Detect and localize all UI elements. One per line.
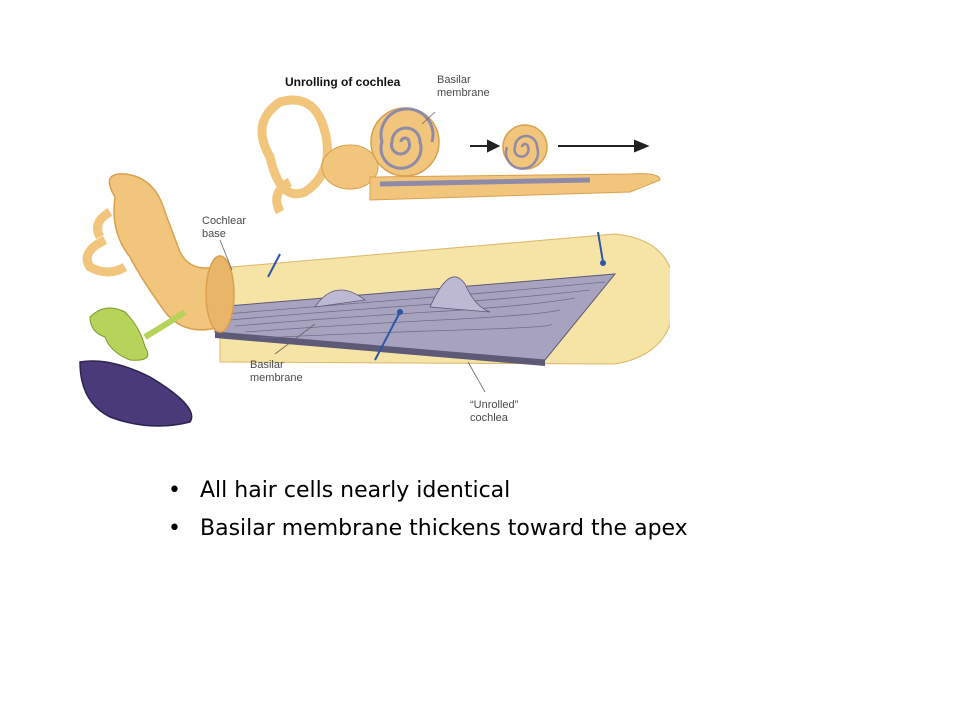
bullet-dot: • xyxy=(168,478,181,503)
label-cochlear-base-2: base xyxy=(202,228,226,240)
inner-ear-top xyxy=(257,95,661,215)
label-unrolled-cochlea-2: cochlea xyxy=(470,412,509,424)
basilar-membrane-slab xyxy=(214,273,617,366)
bullet-item: • All hair cells nearly identical xyxy=(168,472,688,510)
wave-peak-small xyxy=(314,289,367,308)
bullet-item: • Basilar membrane thickens toward the ap… xyxy=(168,510,688,548)
bullet-list: • All hair cells nearly identical • Basila… xyxy=(168,472,688,548)
label-basilar-membrane-top-1: Basilar xyxy=(437,74,471,86)
label-unrolled-cochlea-1: “Unrolled” xyxy=(470,399,519,411)
label-basilar-membrane-bottom-2: membrane xyxy=(250,372,303,384)
arrows xyxy=(470,139,650,153)
label-basilar-membrane-bottom-1: Basilar xyxy=(250,359,284,371)
cochlea-diagram: Unrolling of cochlea Basilar membrane Co… xyxy=(70,62,670,442)
cochlear-nerve xyxy=(89,307,187,361)
inner-ear-left xyxy=(82,173,235,333)
eardrum xyxy=(79,360,193,427)
label-cochlear-base-1: Cochlear xyxy=(202,215,246,227)
figure-title: Unrolling of cochlea xyxy=(285,75,401,89)
bullet-text: Basilar membrane thickens toward the ape… xyxy=(200,516,688,541)
bullet-dot: • xyxy=(168,516,181,541)
bullet-text: All hair cells nearly identical xyxy=(200,478,511,503)
wave-peak-large xyxy=(429,276,491,313)
label-basilar-membrane-top-2: membrane xyxy=(437,87,490,99)
